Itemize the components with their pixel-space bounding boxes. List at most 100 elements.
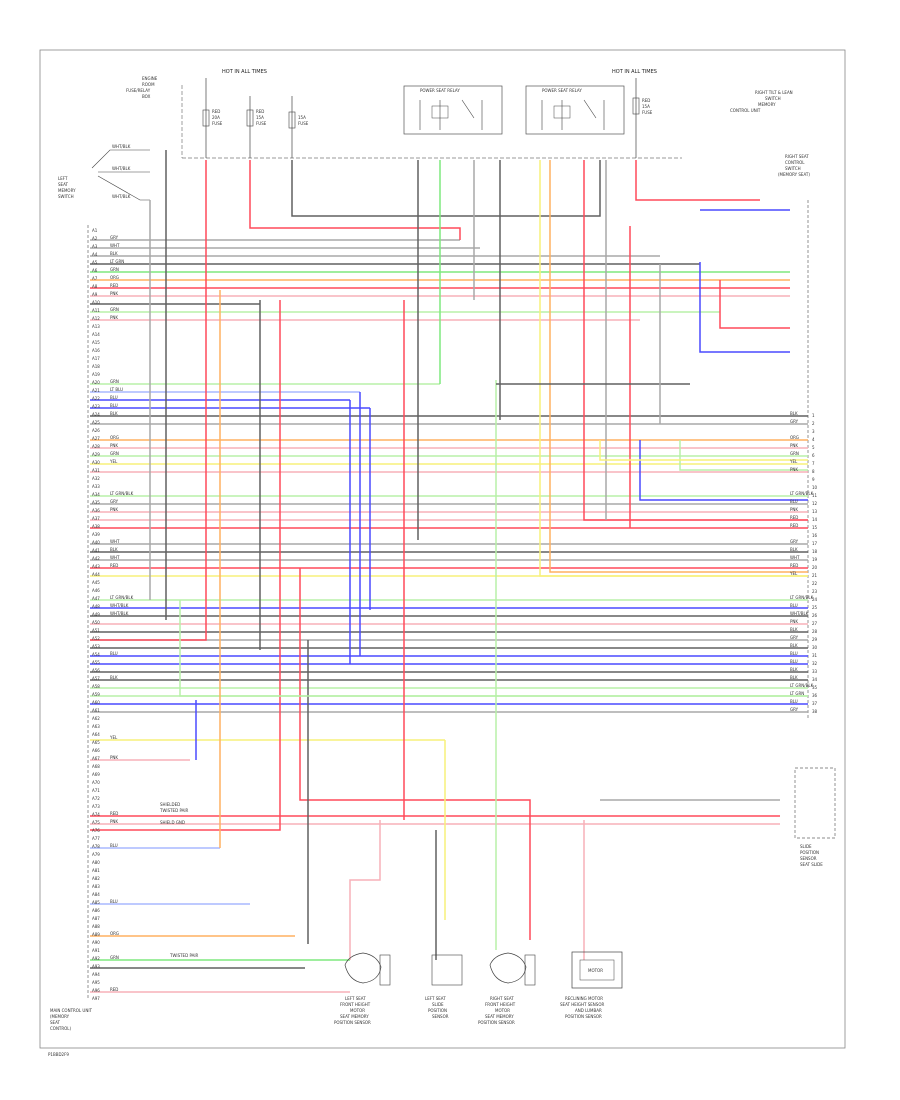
left-pin-number: A15 bbox=[92, 340, 100, 345]
wire-code-label: BLU bbox=[110, 843, 118, 848]
left-pin-number: A82 bbox=[92, 876, 100, 881]
left-pin-number: A8 bbox=[92, 284, 98, 289]
wire-code-label: RED bbox=[110, 811, 118, 816]
left-pin-number: A11 bbox=[92, 308, 100, 313]
left-pin-number: A1 bbox=[92, 228, 98, 233]
right-pin-number: 18 bbox=[812, 549, 818, 554]
wire-code-label: WHT bbox=[110, 555, 120, 560]
svg-text:CONTROL UNIT: CONTROL UNIT bbox=[730, 108, 761, 113]
svg-text:SENSOR: SENSOR bbox=[432, 1014, 449, 1019]
svg-text:FRONT HEIGHT: FRONT HEIGHT bbox=[485, 1002, 516, 1007]
wire bbox=[179, 600, 808, 697]
right-pin-number: 15 bbox=[812, 525, 818, 530]
svg-text:SLIDE: SLIDE bbox=[432, 1002, 444, 1007]
wire-code-label: GRN bbox=[110, 379, 119, 384]
wire-code-label: RED bbox=[110, 283, 118, 288]
left-pin-number: A93 bbox=[92, 964, 100, 969]
svg-text:FRONT HEIGHT: FRONT HEIGHT bbox=[340, 1002, 371, 1007]
wire-code-label: RED bbox=[790, 563, 798, 568]
left-pin-number: A4 bbox=[92, 252, 98, 257]
left-pin-number: A70 bbox=[92, 780, 100, 785]
left-pin-number: A3 bbox=[92, 244, 98, 249]
power-seat-relay-2: POWER SEAT RELAY bbox=[525, 85, 625, 135]
svg-text:SEAT SLIDE: SEAT SLIDE bbox=[800, 862, 823, 867]
left-pin-number: A53 bbox=[92, 644, 100, 649]
left-pin-number: A44 bbox=[92, 572, 100, 577]
right-pin-number: 34 bbox=[812, 677, 818, 682]
svg-text:MOTOR: MOTOR bbox=[495, 1008, 510, 1013]
svg-text:FUSE: FUSE bbox=[642, 110, 653, 115]
wire-code-label: BLU bbox=[110, 899, 118, 904]
left-pin-number: A49 bbox=[92, 612, 100, 617]
left-pin-number: A72 bbox=[92, 796, 100, 801]
wire-code-label: GRY bbox=[790, 539, 799, 544]
svg-text:RED: RED bbox=[642, 98, 650, 103]
left-pin-number: A66 bbox=[92, 748, 100, 753]
left-seat-front-height-motor: LEFT SEAT FRONT HEIGHT MOTOR SEAT MEMORY… bbox=[334, 952, 391, 1025]
left-pin-number: A24 bbox=[92, 412, 100, 417]
svg-text:WHT/BLK: WHT/BLK bbox=[112, 166, 131, 171]
wire-code-label: LT GRN/BLK bbox=[790, 595, 814, 600]
svg-text:LEFT SEAT: LEFT SEAT bbox=[345, 996, 366, 1001]
right-pin-number: 20 bbox=[812, 565, 818, 570]
left-pin-number: A2 bbox=[92, 236, 98, 241]
wire-code-label: WHT bbox=[110, 243, 120, 248]
left-pin-number: A13 bbox=[92, 324, 100, 329]
wire-code-label: ORG bbox=[110, 275, 119, 280]
wire-code-label: BLK bbox=[110, 547, 118, 552]
svg-text:SEAT MEMORY: SEAT MEMORY bbox=[485, 1014, 514, 1019]
svg-text:15A: 15A bbox=[642, 104, 650, 109]
reclining-motor-module: MOTOR RECLINING MOTOR SEAT HEIGHT SENSOR… bbox=[560, 951, 623, 1019]
wire-code-label: PNK bbox=[110, 291, 118, 296]
fuse-1: RED 20A FUSE bbox=[202, 78, 223, 158]
wire-code-label: BLK bbox=[790, 547, 798, 552]
wire-code-label: GRY bbox=[790, 419, 799, 424]
svg-text:SWITCH: SWITCH bbox=[58, 194, 74, 199]
left-pin-number: A25 bbox=[92, 420, 100, 425]
left-pin-number: A79 bbox=[92, 852, 100, 857]
svg-text:SEAT: SEAT bbox=[58, 182, 68, 187]
left-pin-number: A38 bbox=[92, 524, 100, 529]
left-pin-number: A32 bbox=[92, 476, 100, 481]
left-pin-number: A77 bbox=[92, 836, 100, 841]
wire-code-label: BLU bbox=[790, 603, 798, 608]
right-fuse-title: HOT IN ALL TIMES bbox=[612, 69, 657, 75]
left-pin-number: A88 bbox=[92, 924, 100, 929]
svg-text:SLIDE: SLIDE bbox=[800, 844, 812, 849]
svg-text:POSITION SENSOR: POSITION SENSOR bbox=[334, 1020, 371, 1025]
power-seat-relay-1: POWER SEAT RELAY bbox=[403, 85, 503, 135]
fuse-4: RED 15A FUSE bbox=[632, 78, 653, 158]
wire bbox=[635, 160, 760, 201]
svg-text:MEMORY: MEMORY bbox=[58, 188, 76, 193]
left-pin-number: A20 bbox=[92, 380, 100, 385]
svg-text:LEFT: LEFT bbox=[58, 176, 68, 181]
wire bbox=[291, 160, 601, 217]
right-pin-number: 8 bbox=[812, 469, 815, 474]
wire-code-label: WHT bbox=[110, 539, 120, 544]
right-pin-number: 17 bbox=[812, 541, 818, 546]
left-seat-slide-sensor: LEFT SEAT SLIDE POSITION SENSOR bbox=[425, 954, 463, 1019]
main-control-unit: MAIN CONTROL UNIT (MEMORY SEAT CONTROL) bbox=[50, 225, 93, 1031]
right-pin-number: 29 bbox=[812, 637, 818, 642]
left-pin-number: A39 bbox=[92, 532, 100, 537]
svg-text:RIGHT SEAT: RIGHT SEAT bbox=[490, 996, 514, 1001]
wire bbox=[299, 568, 531, 940]
wire-code-label: YEL bbox=[109, 459, 118, 464]
svg-text:ROOM: ROOM bbox=[142, 82, 155, 87]
right-pin-number: 21 bbox=[812, 573, 818, 578]
wire bbox=[699, 262, 790, 353]
svg-text:FUSE: FUSE bbox=[256, 121, 267, 126]
fuse-2: RED 15A FUSE bbox=[246, 96, 267, 158]
left-pin-number: A91 bbox=[92, 948, 100, 953]
left-pin-number: A57 bbox=[92, 676, 100, 681]
left-pin-number: A27 bbox=[92, 436, 100, 441]
left-pin-number: A78 bbox=[92, 844, 100, 849]
right-pin-number: 4 bbox=[812, 437, 815, 442]
wire-code-label: BLK bbox=[790, 627, 798, 632]
right-pin-number: 36 bbox=[812, 693, 818, 698]
wire-code-label: GRY bbox=[790, 707, 799, 712]
svg-text:SEAT HEIGHT SENSOR: SEAT HEIGHT SENSOR bbox=[560, 1002, 604, 1007]
wire-code-label: PNK bbox=[110, 315, 118, 320]
right-pin-number: 35 bbox=[812, 685, 818, 690]
